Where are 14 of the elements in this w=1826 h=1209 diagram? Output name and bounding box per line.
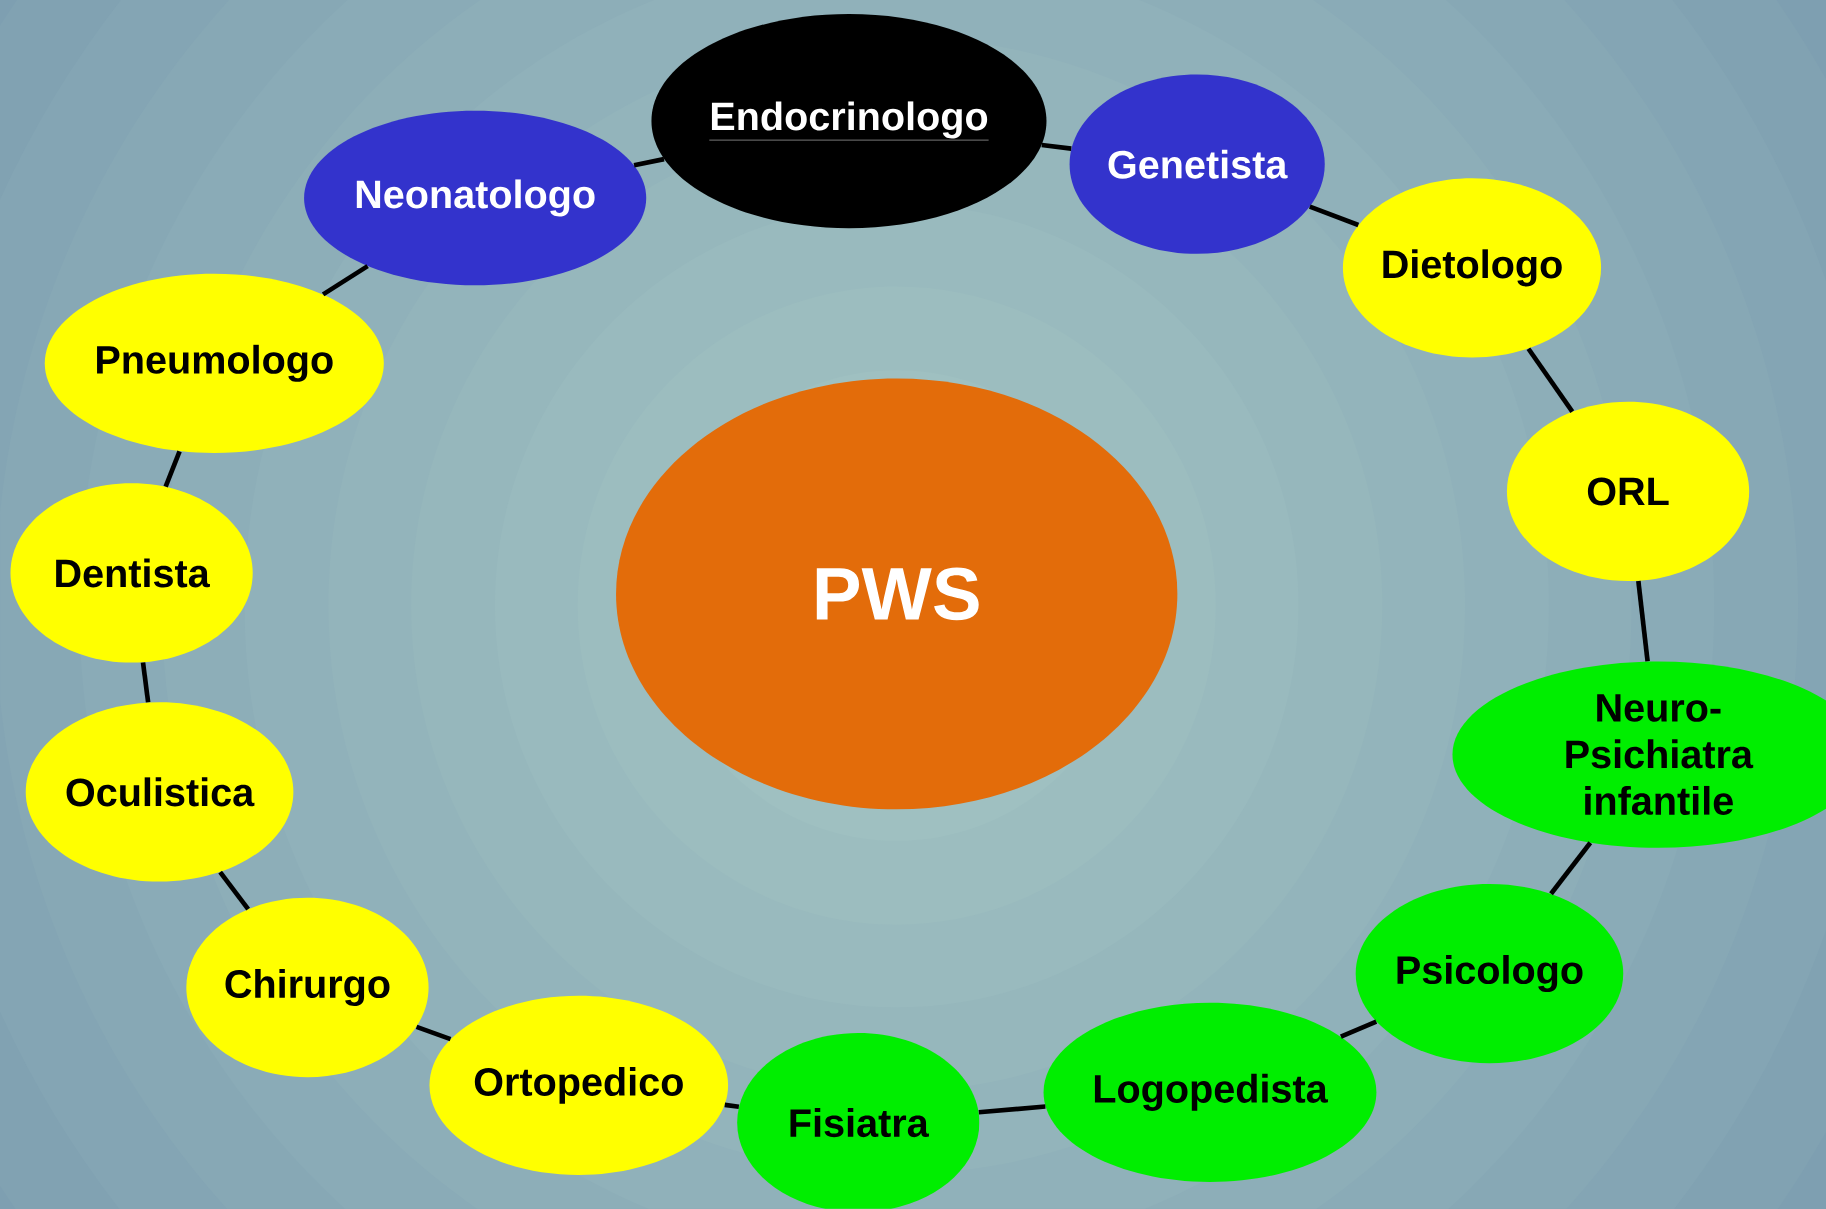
ring-line [724,1102,740,1110]
ring-line [633,156,665,168]
ring-line [1339,1019,1378,1039]
ring-line [218,870,250,911]
ring-line [321,264,369,297]
ring-line [163,450,182,488]
ring-line [140,662,151,703]
ring-line [1309,204,1360,228]
ring-line [978,1104,1046,1115]
ring-line [1549,841,1593,896]
ring-line [1041,142,1072,152]
ring-line [1636,580,1650,662]
ring-line [1526,347,1575,413]
ring-line [415,1024,452,1042]
